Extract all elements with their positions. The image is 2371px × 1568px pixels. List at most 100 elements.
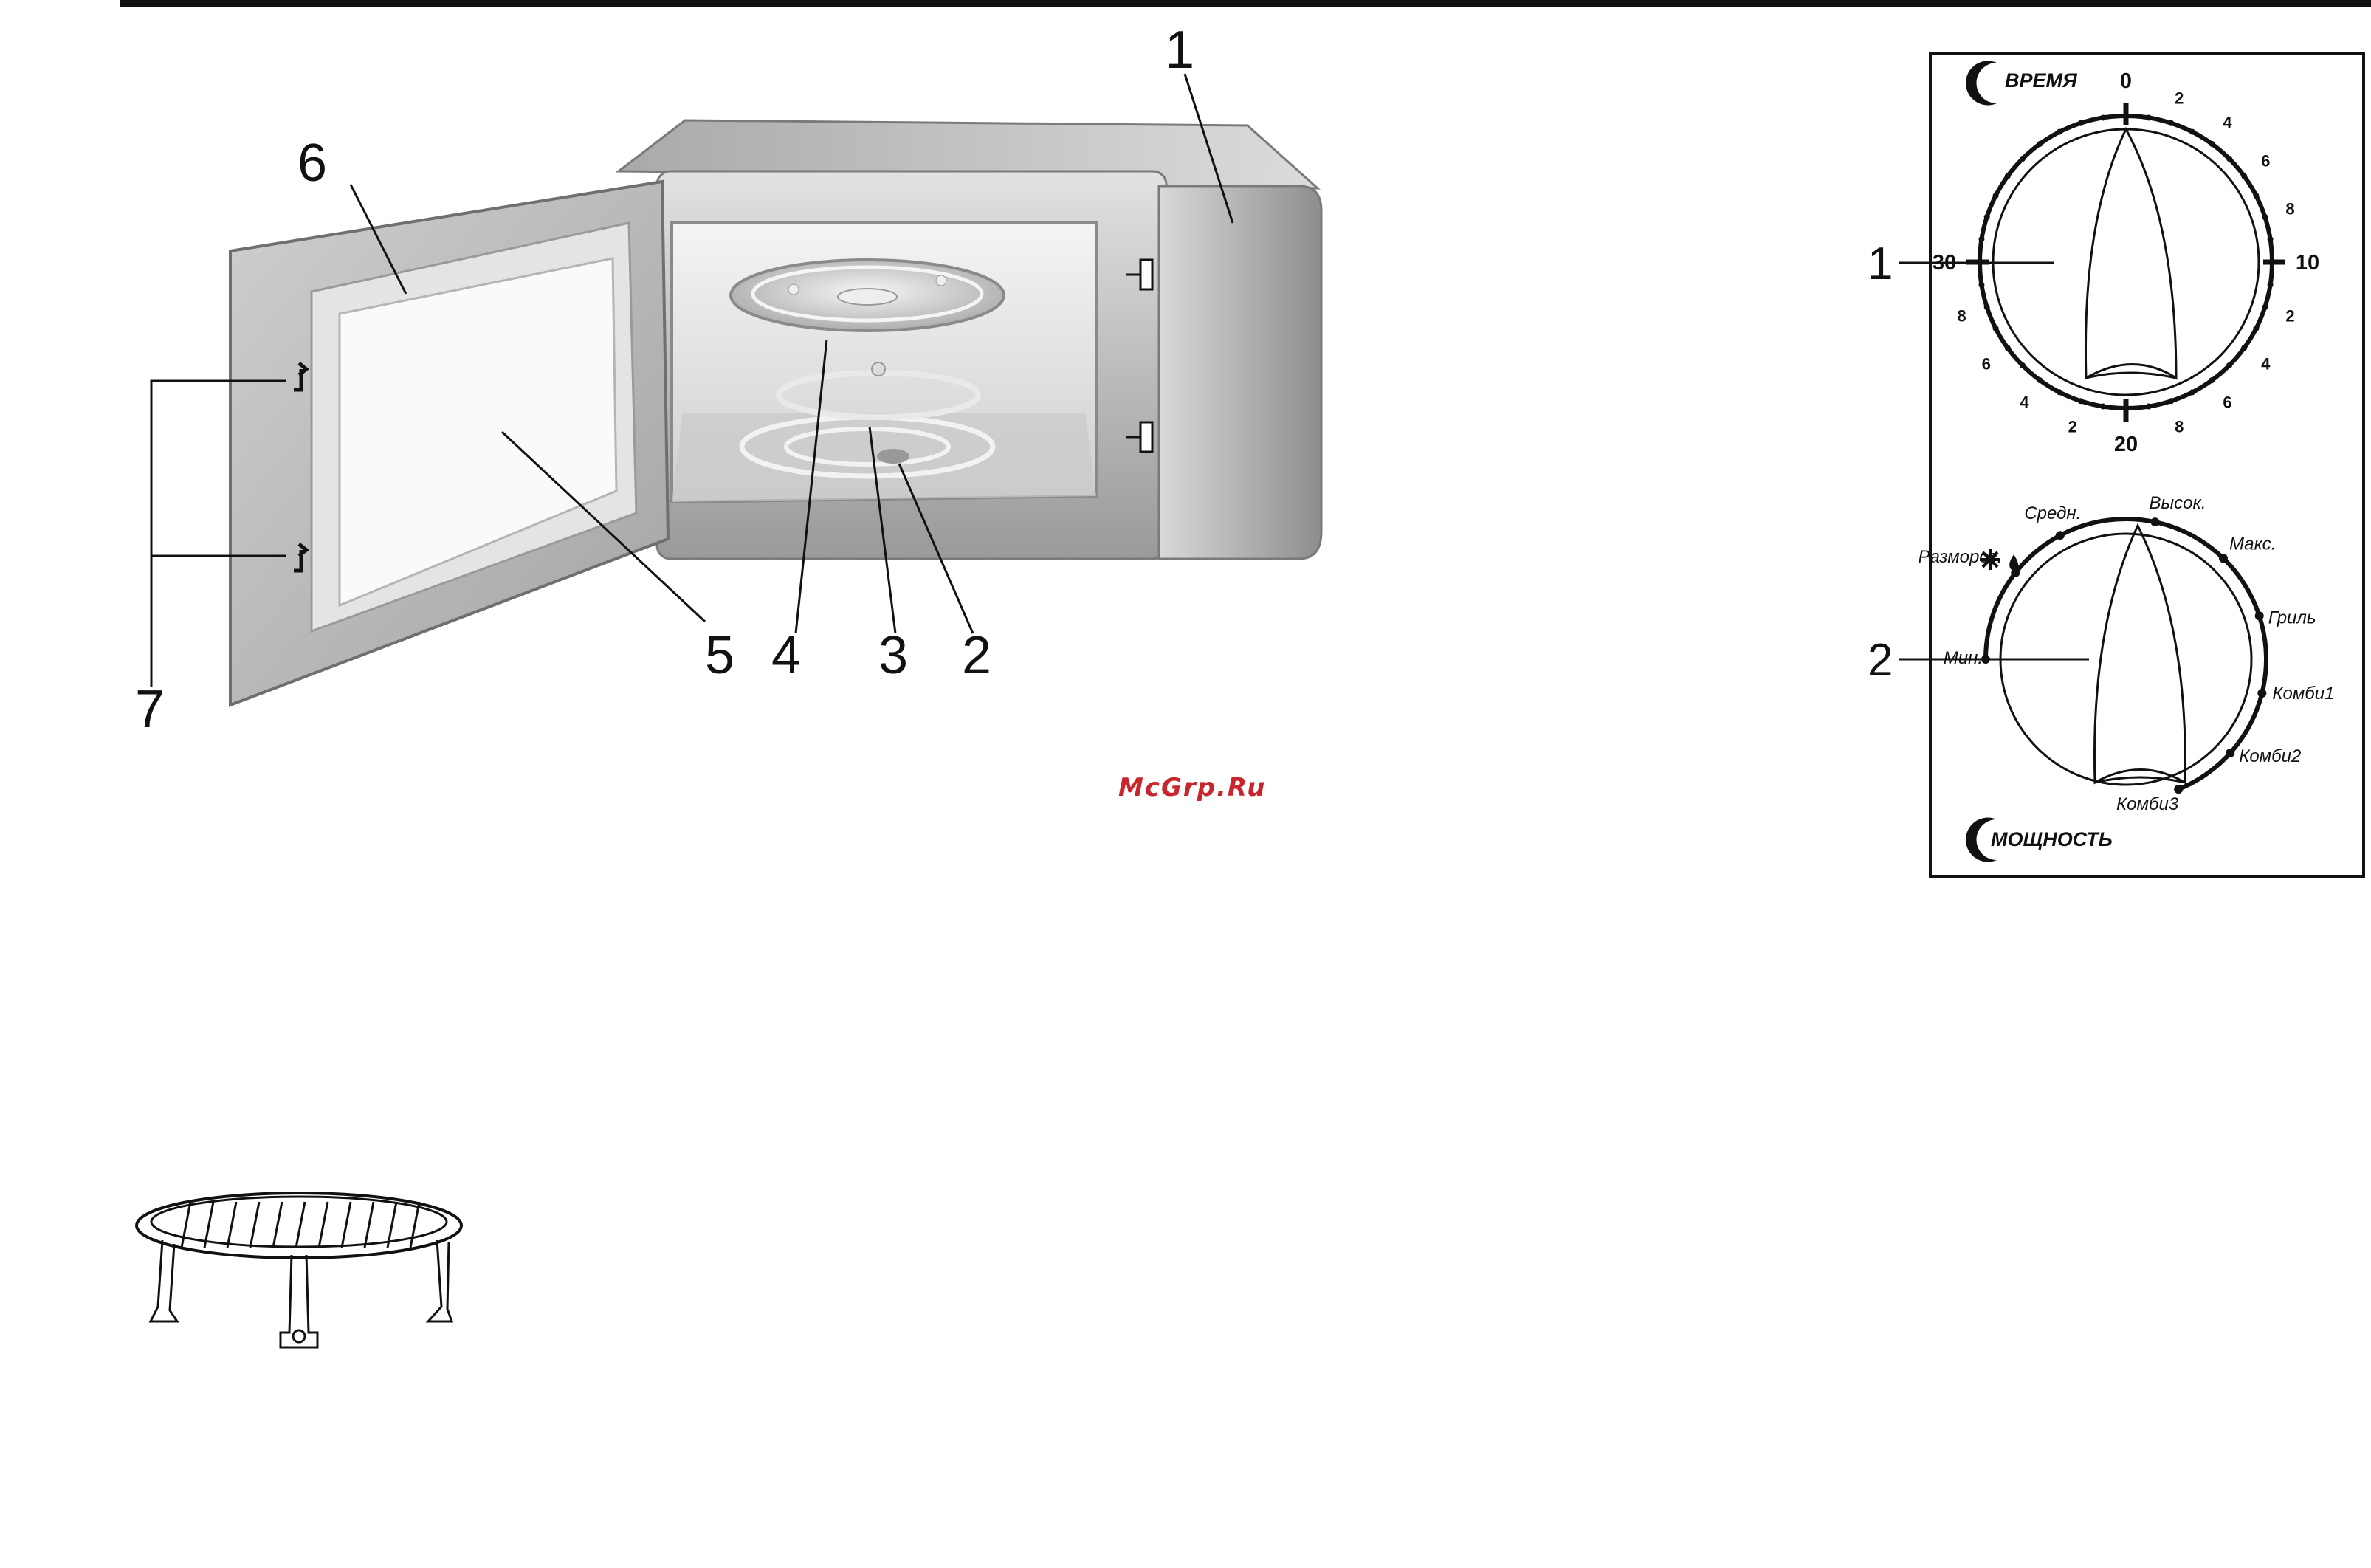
power-dial-title: МОЩНОСТЬ [1991, 828, 2113, 850]
time-minor-tick [1984, 214, 1990, 220]
power-marker [2174, 785, 2183, 794]
time-minor-tick [2078, 398, 2084, 404]
time-minor-tick [1993, 326, 1999, 331]
callout-2: 2 [962, 626, 991, 685]
time-minor-label: 2 [2285, 306, 2294, 325]
time-minor-tick [2189, 389, 2195, 395]
power-level-label: Гриль [2268, 608, 2316, 627]
power-level-label: Средн. [2024, 503, 2081, 523]
rack-bar [227, 1202, 236, 1248]
rack-bar [250, 1202, 259, 1248]
time-minor-label: 8 [2175, 418, 2184, 436]
time-minor-tick [2241, 345, 2247, 351]
time-minor-label: 8 [1957, 306, 1966, 325]
time-minor-label: 6 [1982, 355, 1991, 374]
time-minor-tick [2189, 129, 2195, 135]
power-level-label: Макс. [2229, 534, 2276, 554]
time-minor-tick [2020, 156, 2026, 162]
time-minor-tick [2037, 377, 2043, 383]
callout-7: 7 [135, 680, 165, 739]
time-minor-tick [2005, 173, 2011, 179]
time-minor-tick [2226, 362, 2232, 368]
time-minor-label: 4 [2261, 355, 2271, 374]
power-level-label: Комби3 [2116, 794, 2179, 814]
time-minor-tick [1984, 304, 1990, 310]
time-minor-tick [2020, 362, 2026, 368]
drive-coupler [877, 449, 909, 464]
power-level-label: Мин. [1944, 648, 1983, 668]
time-minor-label: 2 [2068, 418, 2077, 436]
time-minor-tick [2268, 282, 2274, 288]
tray-hub [838, 289, 897, 305]
rack-bar [342, 1202, 351, 1248]
time-minor-label: 8 [2285, 200, 2294, 219]
roller-wheel [872, 362, 885, 376]
time-minor-tick [1978, 282, 1984, 288]
time-minor-label: 6 [2261, 151, 2270, 170]
time-minor-tick [2168, 398, 2174, 404]
callout-6: 6 [297, 134, 327, 193]
callout-5: 5 [705, 626, 734, 685]
power-marker [2151, 517, 2160, 526]
time-dial-title: ВРЕМЯ [2005, 69, 2078, 92]
time-minor-tick [1978, 236, 1984, 242]
callout-3: 3 [878, 626, 908, 685]
time-minor-tick [2100, 404, 2106, 410]
time-minor-tick [2168, 120, 2174, 126]
control-panel [1159, 186, 1321, 559]
time-minor-tick [2241, 173, 2247, 179]
time-minor-tick [2057, 389, 2062, 395]
time-major-label: 10 [2296, 251, 2319, 275]
callout-1: 1 [1165, 21, 1194, 80]
time-minor-tick [2262, 214, 2268, 220]
time-minor-label: 6 [2223, 393, 2231, 411]
time-minor-label: 2 [2175, 89, 2184, 107]
power-level-label: Комби1 [2272, 684, 2334, 704]
time-minor-tick [2209, 141, 2215, 147]
rack-bar [410, 1202, 419, 1248]
rack-bar [319, 1202, 328, 1248]
time-minor-tick [2005, 345, 2011, 351]
top-rule [120, 0, 2371, 7]
power-marker [2257, 689, 2266, 698]
rack-bar [182, 1202, 190, 1248]
time-major-label: 20 [2114, 433, 2138, 456]
tray-dot-left [788, 284, 799, 295]
power-marker [2219, 554, 2228, 563]
panel-callout-2: 2 [1868, 635, 1893, 686]
roasting-rack [137, 1193, 461, 1347]
rack-bar [365, 1202, 374, 1248]
time-major-label: 30 [1933, 251, 1956, 275]
latch-slot-lower [1140, 422, 1152, 452]
rack-bar [296, 1202, 305, 1248]
time-minor-tick [2209, 377, 2215, 383]
latch-slot-upper [1140, 260, 1152, 289]
time-minor-tick [2037, 141, 2043, 147]
time-minor-tick [2268, 236, 2274, 242]
time-minor-tick [2146, 404, 2152, 410]
power-marker [2255, 611, 2264, 620]
time-minor-tick [2100, 114, 2106, 120]
microwave-illustration [230, 120, 1321, 705]
tray-dot-right [936, 275, 946, 286]
time-minor-tick [2253, 193, 2259, 199]
time-major-label: 0 [2120, 69, 2132, 93]
watermark-text: McGrp.Ru [1118, 773, 1266, 802]
time-minor-tick [2057, 129, 2062, 135]
power-level-label: Высок. [2150, 493, 2206, 513]
power-marker [2226, 749, 2234, 757]
power-level-label: Комби2 [2239, 746, 2301, 766]
time-minor-label: 4 [2020, 393, 2029, 411]
time-minor-tick [2253, 326, 2259, 331]
time-minor-tick [1993, 193, 1999, 199]
panel-callout-1: 1 [1868, 238, 1893, 289]
time-minor-label: 4 [2223, 114, 2232, 132]
callout-4: 4 [771, 626, 801, 685]
time-minor-tick [2078, 120, 2084, 126]
time-minor-tick [2262, 304, 2268, 310]
rack-bar [273, 1202, 282, 1248]
time-minor-tick [2226, 156, 2232, 162]
time-minor-tick [2146, 114, 2152, 120]
